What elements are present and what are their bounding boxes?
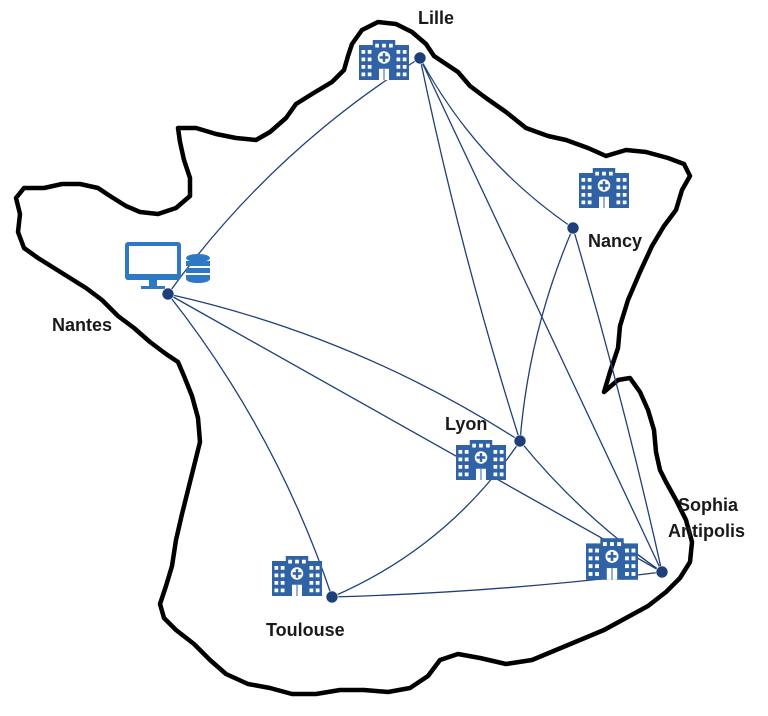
computer-monitor-icon [125,242,181,289]
link-lille-sophia [419,57,663,573]
link-nantes-lyon [167,293,521,442]
node-lille [413,51,427,65]
label-nantes: Nantes [52,315,112,335]
hospital-building-icon-toulouse [272,556,322,596]
link-lille-lyon [419,57,521,442]
node-nancy [566,221,580,235]
hospital-building-icon-nancy [578,168,630,208]
label-toulouse: Toulouse [266,620,345,640]
node-toulouse [325,590,339,604]
label-nancy: Nancy [588,231,642,251]
hospital-building-icon-sophia [586,538,638,580]
label-sophia-line1: Sophia [678,495,739,515]
france-outline [13,19,695,697]
node-nantes [161,287,175,301]
label-lyon: Lyon [445,414,487,434]
network-links [167,57,663,598]
link-nancy-lyon [519,227,574,442]
label-lille: Lille [418,8,454,28]
link-nantes-sophia [167,293,663,573]
node-lyon [513,434,527,448]
network-nodes [161,51,669,604]
database-icon [186,254,210,283]
node-sophia [655,565,669,579]
link-nantes-toulouse [167,293,333,598]
link-lille-nancy [419,57,574,229]
label-sophia-line2: Antipolis [668,521,745,541]
site-icons [125,40,638,596]
link-lyon-sophia [519,440,663,573]
hospital-building-icon-lille [358,40,410,80]
computer-database-icon [125,242,210,289]
link-nancy-sophia [572,227,663,573]
hospital-building-icon-lyon [456,440,506,480]
